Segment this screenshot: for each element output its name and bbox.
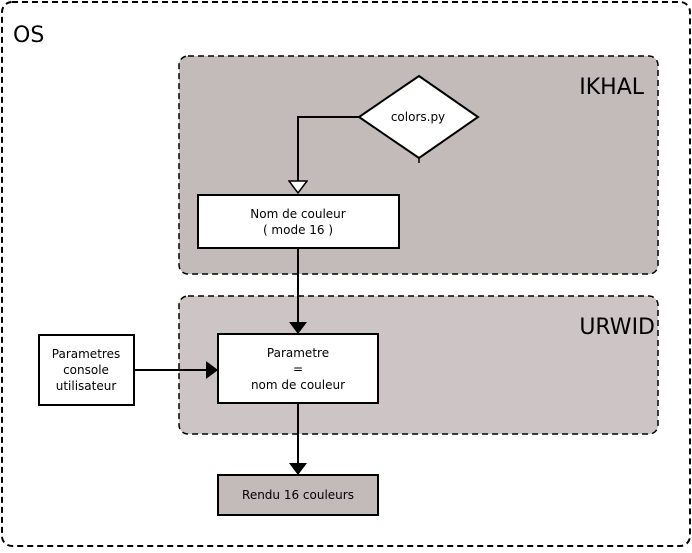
urwid-label: URWID (579, 315, 655, 340)
colors-py-label: colors.py (391, 110, 445, 124)
parametre-line-3: nom de couleur (251, 378, 345, 392)
ikhal-label: IKHAL (579, 75, 645, 100)
rendu-node (217, 474, 379, 516)
params-console-line-1: Parametres (52, 347, 120, 361)
params-console-node (38, 334, 135, 406)
edge-colors-to-nom-couleur (298, 116, 359, 193)
nom-couleur-line-1: Nom de couleur (250, 207, 346, 221)
rendu-label: Rendu 16 couleurs (242, 488, 354, 502)
parametre-line-2: = (293, 362, 303, 376)
nom-couleur-line-2: ( mode 16 ) (263, 223, 333, 237)
params-console-line-2: console (63, 363, 109, 377)
params-console-line-3: utilisateur (56, 379, 117, 393)
parametre-line-1: Parametre (267, 346, 329, 360)
nom-couleur-node (197, 194, 400, 249)
parametre-node (217, 333, 379, 404)
os-label: OS (13, 23, 44, 48)
